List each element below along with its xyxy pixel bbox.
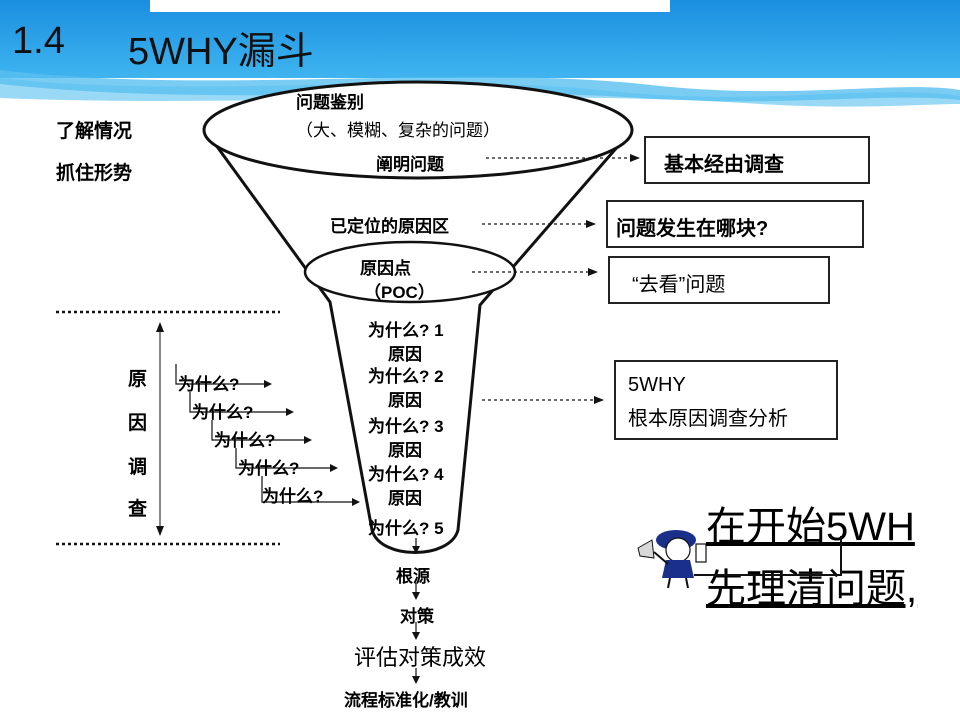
label-cause-1: 原 bbox=[128, 369, 148, 390]
box-where-problem-text: 问题发生在哪块? bbox=[616, 218, 769, 240]
funnel-cause-3: 原因 bbox=[388, 441, 422, 460]
banner-highlight-frame bbox=[694, 536, 842, 576]
funnel-top-ellipse bbox=[202, 80, 634, 180]
box-where-problem: 问题发生在哪块? bbox=[606, 200, 864, 248]
slide-title: 5WHY漏斗 bbox=[128, 31, 314, 73]
label-cause-3: 调 bbox=[128, 457, 148, 478]
staircase-lines bbox=[175, 364, 356, 503]
stair-why-3: 为什么? bbox=[214, 431, 276, 450]
funnel-poc-line1: 原因点 bbox=[360, 259, 411, 278]
label-understand: 了解情况 bbox=[56, 121, 133, 142]
box-go-see-text: “去看”问题 bbox=[632, 274, 726, 296]
box-basic-survey: 基本经由调查 bbox=[644, 136, 870, 184]
stair-why-4: 为什么? bbox=[238, 459, 300, 478]
slide-title-number: 1.4 bbox=[12, 20, 65, 62]
label-cause-4: 查 bbox=[128, 499, 148, 520]
funnel-cause-4: 原因 bbox=[388, 489, 422, 508]
funnel-cause-1: 原因 bbox=[388, 345, 422, 364]
funnel-poc-line2: （POC） bbox=[364, 283, 435, 302]
funnel-clarify: 阐明问题 bbox=[376, 155, 444, 174]
funnel-why-5: 为什么? 5 bbox=[368, 519, 444, 538]
box-5why-line1: 5WHY bbox=[628, 374, 686, 396]
funnel-countermeasure: 对策 bbox=[400, 607, 434, 626]
funnel-root: 根源 bbox=[396, 567, 430, 586]
box-5why-line2: 根本原因调查分析 bbox=[628, 408, 788, 430]
funnel-located-area: 已定位的原因区 bbox=[330, 217, 449, 236]
box-5why: 5WHY 根本原因调查分析 bbox=[614, 360, 838, 440]
funnel-why-4: 为什么? 4 bbox=[368, 465, 444, 484]
funnel-problem-desc: （大、模糊、复杂的问题） bbox=[296, 121, 500, 140]
stair-why-1: 为什么? bbox=[178, 375, 240, 394]
funnel-cause-2: 原因 bbox=[388, 391, 422, 410]
box-basic-survey-text: 基本经由调查 bbox=[664, 154, 784, 176]
box-go-see: “去看”问题 bbox=[608, 256, 830, 304]
funnel-problem-identify: 问题鉴别 bbox=[296, 93, 364, 112]
label-grasp: 抓住形势 bbox=[56, 163, 133, 184]
funnel-evaluate: 评估对策成效 bbox=[354, 645, 487, 670]
funnel-why-2: 为什么? 2 bbox=[368, 367, 444, 386]
stair-why-5: 为什么? bbox=[262, 487, 324, 506]
label-cause-2: 因 bbox=[128, 413, 148, 434]
cartoon-figure-icon bbox=[637, 530, 707, 589]
funnel-why-3: 为什么? 3 bbox=[368, 417, 444, 436]
stair-why-2: 为什么? bbox=[192, 403, 254, 422]
banner-line1: 在开始5WH bbox=[706, 505, 915, 549]
funnel-standardize: 流程标准化/教训 bbox=[344, 691, 468, 710]
funnel-outline bbox=[203, 129, 634, 554]
funnel-why-1: 为什么? 1 bbox=[368, 321, 444, 340]
